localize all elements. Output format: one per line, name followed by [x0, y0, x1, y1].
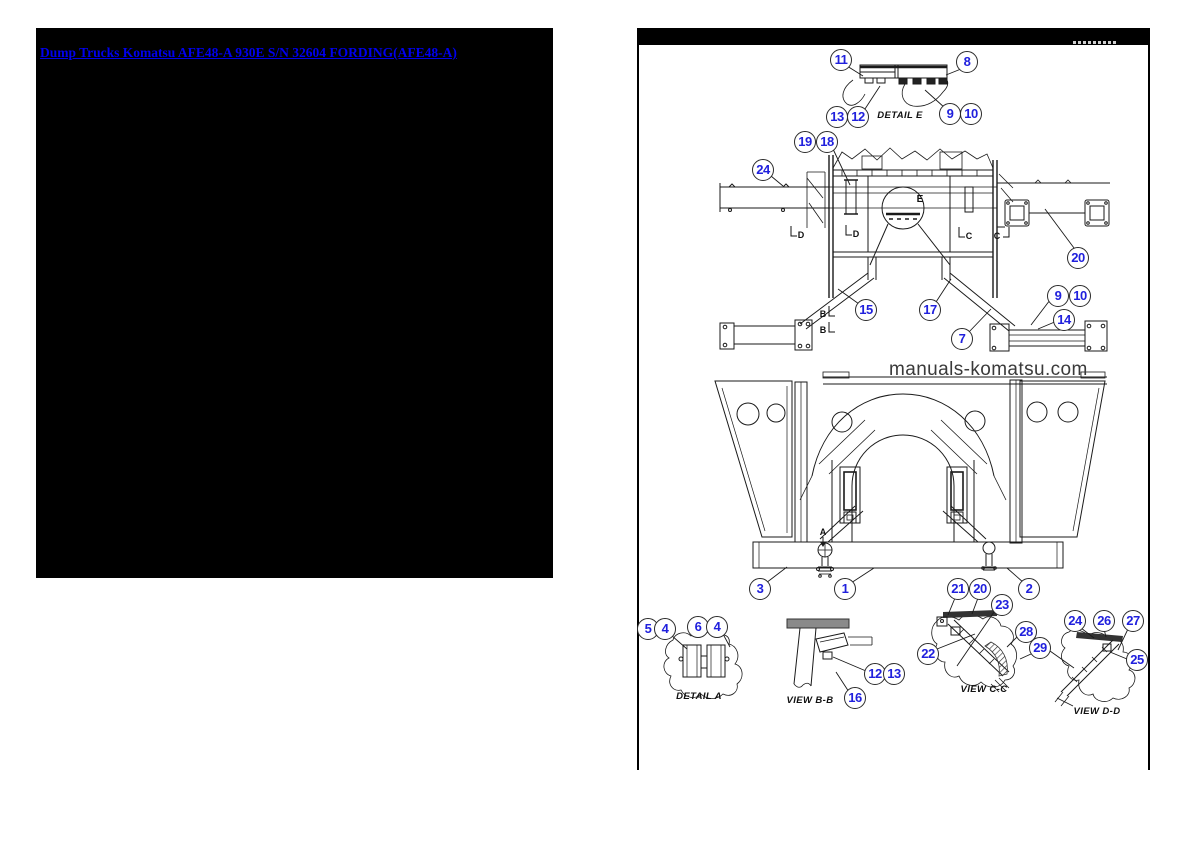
- callout-13: 13: [826, 106, 848, 128]
- callout-12: 12: [847, 106, 869, 128]
- clipped-reference-text: [1073, 41, 1117, 44]
- callout-19: 19: [794, 131, 816, 153]
- callout-27: 27: [1122, 610, 1144, 632]
- section-letter: A: [820, 527, 827, 537]
- detail-e-drawing: [842, 64, 949, 107]
- callout-23: 23: [991, 594, 1013, 616]
- callout-3: 3: [749, 578, 771, 600]
- callout-4: 4: [654, 618, 676, 640]
- view-bb-label: VIEW B-B: [786, 695, 834, 706]
- callout-10: 10: [1069, 285, 1091, 307]
- callout-21: 21: [947, 578, 969, 600]
- callout-12: 12: [864, 663, 886, 685]
- callout-18: 18: [816, 131, 838, 153]
- callout-9: 9: [1047, 285, 1069, 307]
- callout-15: 15: [855, 299, 877, 321]
- manual-title-link[interactable]: Dump Trucks Komatsu AFE48-A 930E S/N 326…: [40, 45, 457, 60]
- callout-14: 14: [1053, 309, 1075, 331]
- callout-8: 8: [956, 51, 978, 73]
- callout-13: 13: [883, 663, 905, 685]
- section-letter: B: [820, 325, 827, 335]
- top-assembly-drawing: [719, 147, 1110, 352]
- section-letter: D: [853, 229, 860, 239]
- detail-a-drawing: [663, 631, 743, 699]
- callout-10: 10: [960, 103, 982, 125]
- callout-20: 20: [969, 578, 991, 600]
- view-cc-label: VIEW C-C: [960, 684, 1008, 695]
- view-dd-drawing: [1054, 629, 1136, 707]
- section-letter: B: [820, 309, 827, 319]
- section-letter: E: [917, 194, 924, 205]
- callout-28: 28: [1015, 621, 1037, 643]
- callout-2: 2: [1018, 578, 1040, 600]
- callout-20: 20: [1067, 247, 1089, 269]
- callout-7: 7: [951, 328, 973, 350]
- section-letter: C: [966, 231, 973, 241]
- callout-26: 26: [1093, 610, 1115, 632]
- callout-24: 24: [1064, 610, 1086, 632]
- section-letters: D D C C B B E A: [790, 194, 1010, 537]
- view-cc-drawing: [931, 610, 1017, 693]
- callout-9: 9: [939, 103, 961, 125]
- section-letter: D: [798, 230, 805, 240]
- detail-a-label: DETAIL A: [676, 691, 722, 702]
- page-top-bar: [637, 28, 1150, 45]
- section-letter: C: [994, 231, 1001, 241]
- callout-11: 11: [830, 49, 852, 71]
- callout-17: 17: [919, 299, 941, 321]
- callout-22: 22: [917, 643, 939, 665]
- callout-1: 1: [834, 578, 856, 600]
- left-black-panel: Dump Trucks Komatsu AFE48-A 930E S/N 326…: [36, 28, 553, 578]
- callout-24: 24: [752, 159, 774, 181]
- callout-4: 4: [706, 616, 728, 638]
- detail-e-label: DETAIL E: [877, 110, 923, 121]
- callout-25: 25: [1126, 649, 1148, 671]
- callout-29: 29: [1029, 637, 1051, 659]
- watermark-text: manuals-komatsu.com: [889, 359, 1088, 380]
- view-bb-drawing: [786, 618, 873, 688]
- page-left-border: [637, 28, 639, 770]
- callout-16: 16: [844, 687, 866, 709]
- parts-diagram-linework: D D C C B B E A: [663, 64, 1136, 707]
- manual-page: D D C C B B E A manuals-komatsu.com DETA…: [637, 28, 1150, 770]
- view-dd-label: VIEW D-D: [1073, 706, 1121, 717]
- front-view-drawing: [714, 371, 1107, 578]
- page-right-border: [1148, 28, 1150, 770]
